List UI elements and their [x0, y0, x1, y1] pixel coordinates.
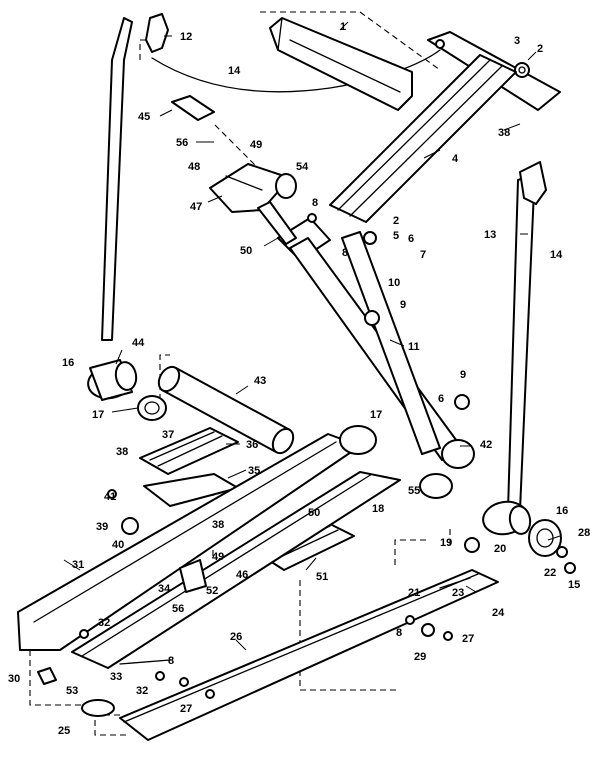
callout-5: 5 [393, 230, 399, 242]
callout-21: 21 [408, 587, 420, 599]
right-handle-part-13 [482, 161, 547, 536]
pedal-part-36 [139, 427, 239, 475]
callout-30: 30 [8, 673, 20, 685]
callout-11: 11 [408, 341, 420, 353]
callout-44: 44 [132, 337, 145, 349]
callout-56: 56 [176, 137, 188, 149]
callout-3: 3 [514, 35, 520, 47]
callout-49: 49 [250, 139, 262, 151]
callout-1: 1 [340, 21, 346, 33]
callout-9: 9 [460, 369, 466, 381]
callout-19: 19 [440, 537, 452, 549]
callout-20: 20 [494, 543, 506, 555]
callout-7: 7 [420, 249, 426, 261]
grip-part-12 [145, 13, 169, 53]
callout-27: 27 [462, 633, 474, 645]
callout-28: 28 [578, 527, 590, 539]
callout-34: 34 [158, 583, 171, 595]
callout-8: 8 [342, 247, 348, 259]
cable-part-14 [151, 49, 441, 93]
callout-54: 54 [296, 161, 309, 173]
callout-27: 27 [180, 703, 192, 715]
callout-51: 51 [316, 571, 328, 583]
callout-23: 23 [452, 587, 464, 599]
callout-29: 29 [414, 651, 426, 663]
callout-12: 12 [180, 31, 192, 43]
callout-17: 17 [92, 409, 104, 421]
callout-33: 33 [110, 671, 122, 683]
callout-41: 41 [104, 491, 116, 503]
pivot-hubs [339, 425, 475, 499]
knob-part-16-right [528, 519, 562, 557]
callout-37: 37 [162, 429, 174, 441]
callout-8: 8 [312, 197, 318, 209]
callout-16: 16 [62, 357, 74, 369]
callout-49: 49 [212, 551, 224, 563]
callout-17: 17 [370, 409, 382, 421]
hardware-fasteners [79, 213, 576, 699]
callout-56: 56 [172, 603, 184, 615]
roller-part-43 [157, 365, 295, 455]
callout-22: 22 [544, 567, 556, 579]
callout-50: 50 [308, 507, 320, 519]
callout-39: 39 [96, 521, 108, 533]
callout-16: 16 [556, 505, 568, 517]
callout-46: 46 [236, 569, 248, 581]
callout-6: 6 [438, 393, 444, 405]
callout-38: 38 [116, 446, 128, 458]
callout-50: 50 [240, 245, 252, 257]
callout-4: 4 [452, 153, 459, 165]
callout-42: 42 [480, 439, 492, 451]
callout-18: 18 [372, 503, 384, 515]
callout-9: 9 [400, 299, 406, 311]
console-assembly [171, 95, 297, 245]
callout-10: 10 [388, 277, 400, 289]
callout-13: 13 [484, 229, 496, 241]
callout-48: 48 [188, 161, 200, 173]
callout-2: 2 [393, 215, 399, 227]
top-crossbar-part-1 [269, 17, 413, 111]
foot-part-25 [37, 667, 115, 717]
left-handle-part-44 [87, 17, 138, 401]
callout-8: 8 [396, 627, 402, 639]
lower-tubes-part-11 [289, 231, 463, 461]
callout-38: 38 [498, 127, 510, 139]
callout-55: 55 [408, 485, 420, 497]
callout-26: 26 [230, 631, 242, 643]
callout-8: 8 [168, 655, 174, 667]
base-rail-part-31 [17, 433, 401, 669]
callout-24: 24 [492, 607, 505, 619]
callout-25: 25 [58, 725, 70, 737]
callout-45: 45 [138, 111, 150, 123]
bushing-part-17-left [137, 395, 167, 421]
callout-32: 32 [136, 685, 148, 697]
callout-labels: 1 2 3 12 14 45 56 49 48 54 47 38 4 8 8 2… [8, 21, 590, 737]
callout-47: 47 [190, 201, 202, 213]
callout-40: 40 [112, 539, 124, 551]
callout-35: 35 [248, 465, 260, 477]
callout-32: 32 [98, 617, 110, 629]
callout-38: 38 [212, 519, 224, 531]
callout-43: 43 [254, 375, 266, 387]
callout-52: 52 [206, 585, 218, 597]
callout-53: 53 [66, 685, 78, 697]
callout-15: 15 [568, 579, 580, 591]
callout-14: 14 [228, 65, 241, 77]
leader-lines [63, 21, 561, 651]
callout-6: 6 [408, 233, 414, 245]
callout-36: 36 [246, 439, 258, 451]
callout-2: 2 [537, 43, 543, 55]
base-plate-part-26 [119, 569, 499, 741]
callout-14: 14 [550, 249, 563, 261]
callout-31: 31 [72, 559, 84, 571]
